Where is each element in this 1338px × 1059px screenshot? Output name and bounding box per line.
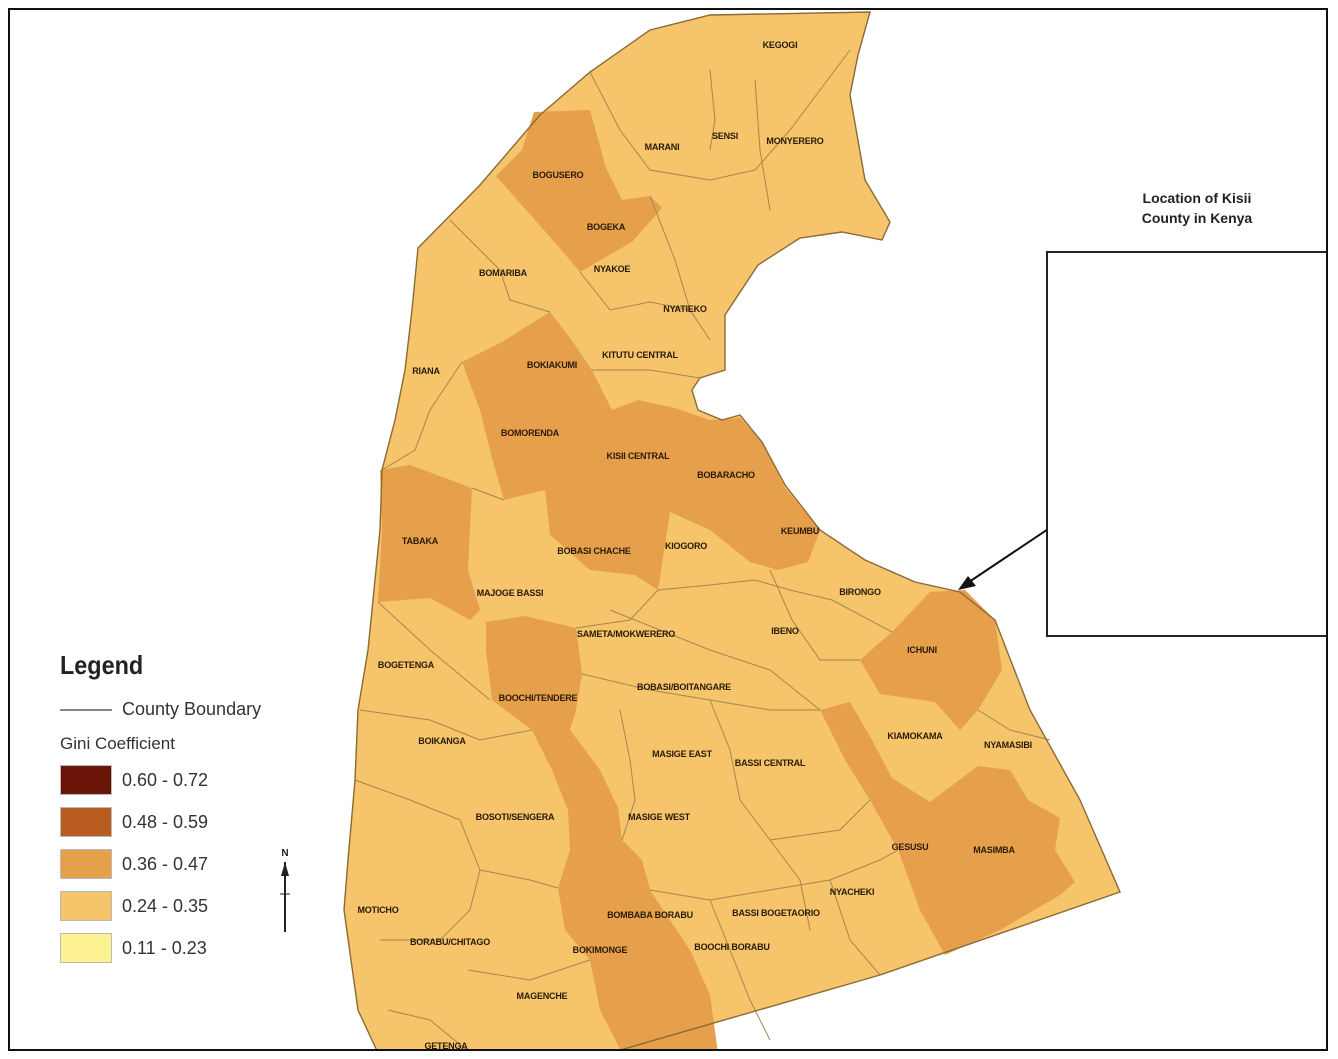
north-label: N: [281, 848, 289, 859]
ward-label-gesusu: GESUSU: [892, 842, 929, 852]
ward-label-keumbu: KEUMBU: [781, 526, 819, 536]
ward-label-nyatieko: NYATIEKO: [663, 304, 707, 314]
legend-swatch: [60, 807, 112, 837]
ward-label-boochi-borabu: BOOCHI BORABU: [694, 942, 769, 952]
ward-label-nyamasibi: NYAMASIBI: [984, 740, 1032, 750]
ward-label-bassi-central: BASSI CENTRAL: [735, 758, 806, 768]
north-arrow-icon: [280, 862, 290, 932]
inset-title-line2: County in Kenya: [1141, 210, 1253, 226]
ward-label-bogetenga: BOGETENGA: [378, 660, 435, 670]
ward-label-bokimonge: BOKIMONGE: [573, 945, 628, 955]
ward-tabaka-area[interactable]: [378, 465, 480, 620]
county-boundary-line: [343, 11, 1121, 1049]
ward-central-area[interactable]: [462, 312, 820, 590]
ward-label-kitutu-central: KITUTU CENTRAL: [602, 350, 678, 360]
ward-label-sensi: SENSI: [712, 131, 738, 141]
ward-ichuni-area[interactable]: [860, 590, 1002, 730]
legend-swatch: [60, 891, 112, 921]
legend-class-label: 0.11 - 0.23: [122, 937, 207, 958]
ward-labels: KEGOGI MARANI SENSI MONYERERO BOGUSERO B…: [357, 40, 1032, 1051]
ward-label-kiogoro: KIOGORO: [665, 541, 707, 551]
ward-label-kiamokama: KIAMOKAMA: [887, 731, 943, 741]
map-frame: KEGOGI MARANI SENSI MONYERERO BOGUSERO B…: [8, 8, 1328, 1051]
legend-class-label: 0.36 - 0.47: [122, 853, 209, 874]
legend-class-label: 0.24 - 0.35: [122, 895, 209, 916]
ward-label-bogusero: BOGUSERO: [533, 170, 584, 180]
ward-label-bobaracho: BOBARACHO: [697, 470, 755, 480]
ward-bogusero-area[interactable]: [496, 110, 662, 272]
ward-label-bobasi-chache: BOBASI CHACHE: [557, 546, 631, 556]
legend-class-row: 0.24 - 0.35: [60, 890, 300, 922]
boundary-line-swatch: [60, 708, 112, 711]
ward-label-nyakoe: NYAKOE: [594, 264, 631, 274]
legend-subtitle: Gini Coefficient: [60, 734, 175, 753]
ward-label-birongo: BIRONGO: [839, 587, 881, 597]
ward-label-tabaka: TABAKA: [402, 536, 439, 546]
legend-class-row: 0.36 - 0.47: [60, 848, 300, 880]
ward-label-getenga: GETENGA: [424, 1041, 468, 1051]
ward-label-bomariba: BOMARIBA: [479, 268, 528, 278]
legend-title: Legend: [60, 650, 144, 680]
ward-label-bosoti-sengera: BOSOTI/SENGERA: [476, 812, 555, 822]
ward-label-bombaba-borabu: BOMBABA BORABU: [607, 910, 693, 920]
ward-label-bassi-bogetaorio: BASSI BOGETAORIO: [732, 908, 820, 918]
legend-swatch: [60, 849, 112, 879]
legend-class-row: 0.60 - 0.72: [60, 764, 300, 796]
inset-frame: [1046, 251, 1326, 637]
ward-label-bokiakumi: BOKIAKUMI: [527, 360, 577, 370]
inset-title-line1: Location of Kisii: [1142, 190, 1252, 206]
legend-swatch: [60, 933, 112, 963]
legend: Legend County Boundary Gini Coefficient …: [60, 650, 300, 964]
inset-title: Location of Kisii County in Kenya: [1072, 188, 1322, 228]
legend-class-row: 0.48 - 0.59: [60, 806, 300, 838]
ward-label-boochi-tendere: BOOCHI/TENDERE: [499, 693, 578, 703]
ward-label-kisii-central: KISII CENTRAL: [607, 451, 671, 461]
legend-boundary-label: County Boundary: [122, 699, 262, 719]
legend-class-label: 0.48 - 0.59: [122, 811, 209, 832]
legend-class-label: 0.60 - 0.72: [122, 769, 209, 790]
ward-label-sameta-mokwerero: SAMETA/MOKWERERO: [577, 629, 675, 639]
ward-label-bogeka: BOGEKA: [587, 222, 626, 232]
legend-boundary-row: County Boundary: [60, 699, 300, 720]
ward-label-ichuni: ICHUNI: [907, 645, 937, 655]
ward-label-magenche: MAGENCHE: [517, 991, 568, 1001]
ward-label-nyacheki: NYACHEKI: [830, 887, 875, 897]
ward-label-majoge-bassi: MAJOGE BASSI: [477, 588, 544, 598]
legend-class-row: 0.11 - 0.23: [60, 932, 300, 964]
ward-label-moticho: MOTICHO: [357, 905, 398, 915]
ward-label-boikanga: BOIKANGA: [418, 736, 466, 746]
ward-label-marani: MARANI: [645, 142, 680, 152]
ward-label-monyerero: MONYERERO: [766, 136, 823, 146]
ward-label-masimba: MASIMBA: [973, 845, 1015, 855]
ward-boundaries: [354, 49, 1051, 1049]
ward-boochi-area[interactable]: [486, 616, 718, 1051]
ward-label-bobasi-boitangare: BOBASI/BOITANGARE: [637, 682, 731, 692]
ward-label-masige-west: MASIGE WEST: [628, 812, 691, 822]
ward-label-masige-east: MASIGE EAST: [652, 749, 713, 759]
ward-label-kegogi: KEGOGI: [763, 40, 798, 50]
ward-label-ibeno: IBENO: [771, 626, 799, 636]
legend-swatch: [60, 765, 112, 795]
ward-label-bomorenda: BOMORENDA: [501, 428, 560, 438]
ward-gesusu-masimba-area[interactable]: [820, 702, 1075, 955]
ward-label-borabu-chitago: BORABU/CHITAGO: [410, 937, 490, 947]
ward-label-riana: RIANA: [412, 366, 440, 376]
